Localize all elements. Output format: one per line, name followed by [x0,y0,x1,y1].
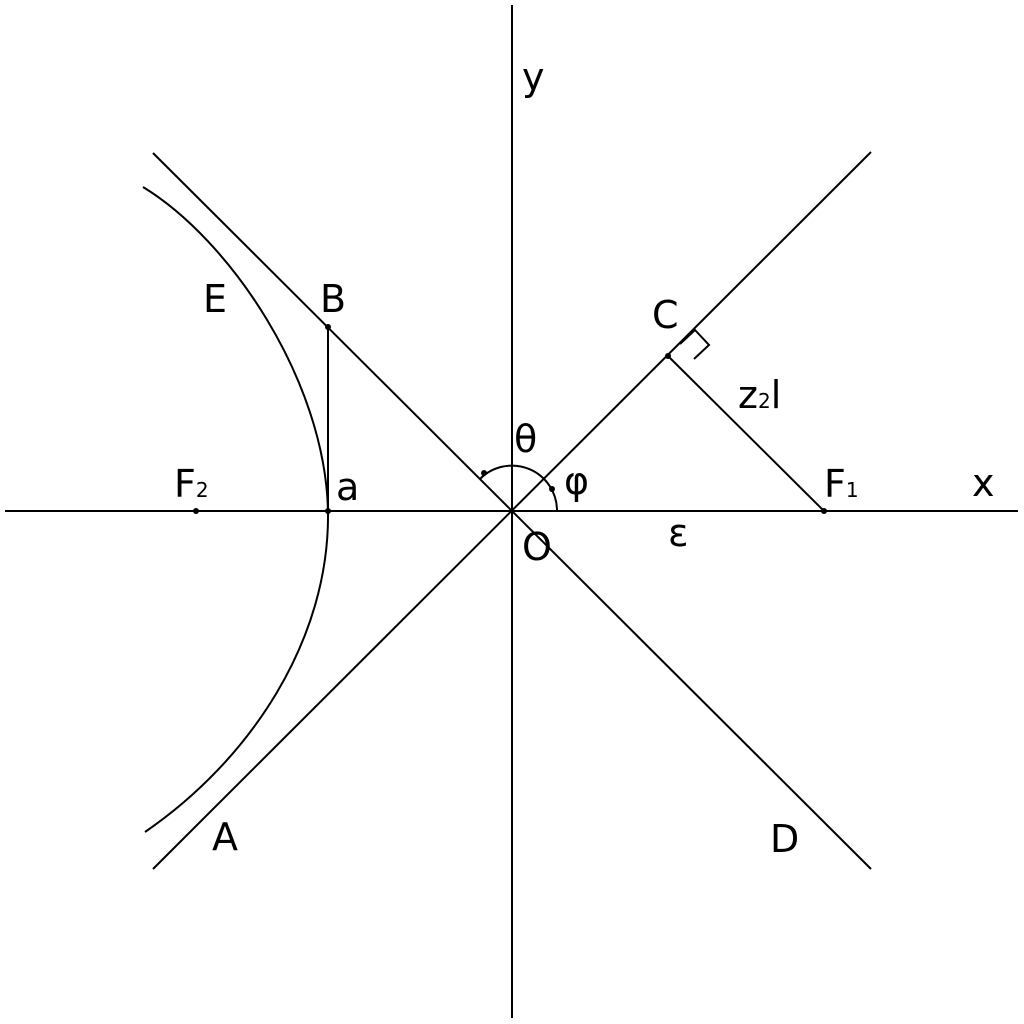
right-angle-marker [679,328,711,360]
label-a-point: A [212,815,238,859]
arc-arrow-theta [481,470,487,476]
point-f2-dot [193,508,199,514]
arc-arrow-phi [549,486,555,492]
label-theta: θ [514,417,537,461]
label-epsilon: ε [668,511,689,555]
segment-cf1 [667,355,825,512]
label-y: y [522,55,545,99]
label-f1: F1 [824,462,859,506]
asymptote-ac [152,151,872,870]
label-d: D [770,817,799,861]
label-b: B [320,277,346,321]
hyperbola-branch [142,186,330,833]
point-a-dot [325,508,331,514]
point-c-dot [665,353,671,359]
label-phi: φ [564,459,589,503]
label-e: E [203,277,227,321]
label-x: x [972,461,995,505]
label-z2l: z2l [738,373,781,417]
label-c: C [652,293,679,337]
point-f1-dot [821,508,827,514]
point-b-dot [325,324,331,330]
label-f2: F2 [174,462,209,506]
angle-arc [479,464,559,512]
label-origin: O [522,525,552,569]
label-vertex-a: a [336,465,359,509]
